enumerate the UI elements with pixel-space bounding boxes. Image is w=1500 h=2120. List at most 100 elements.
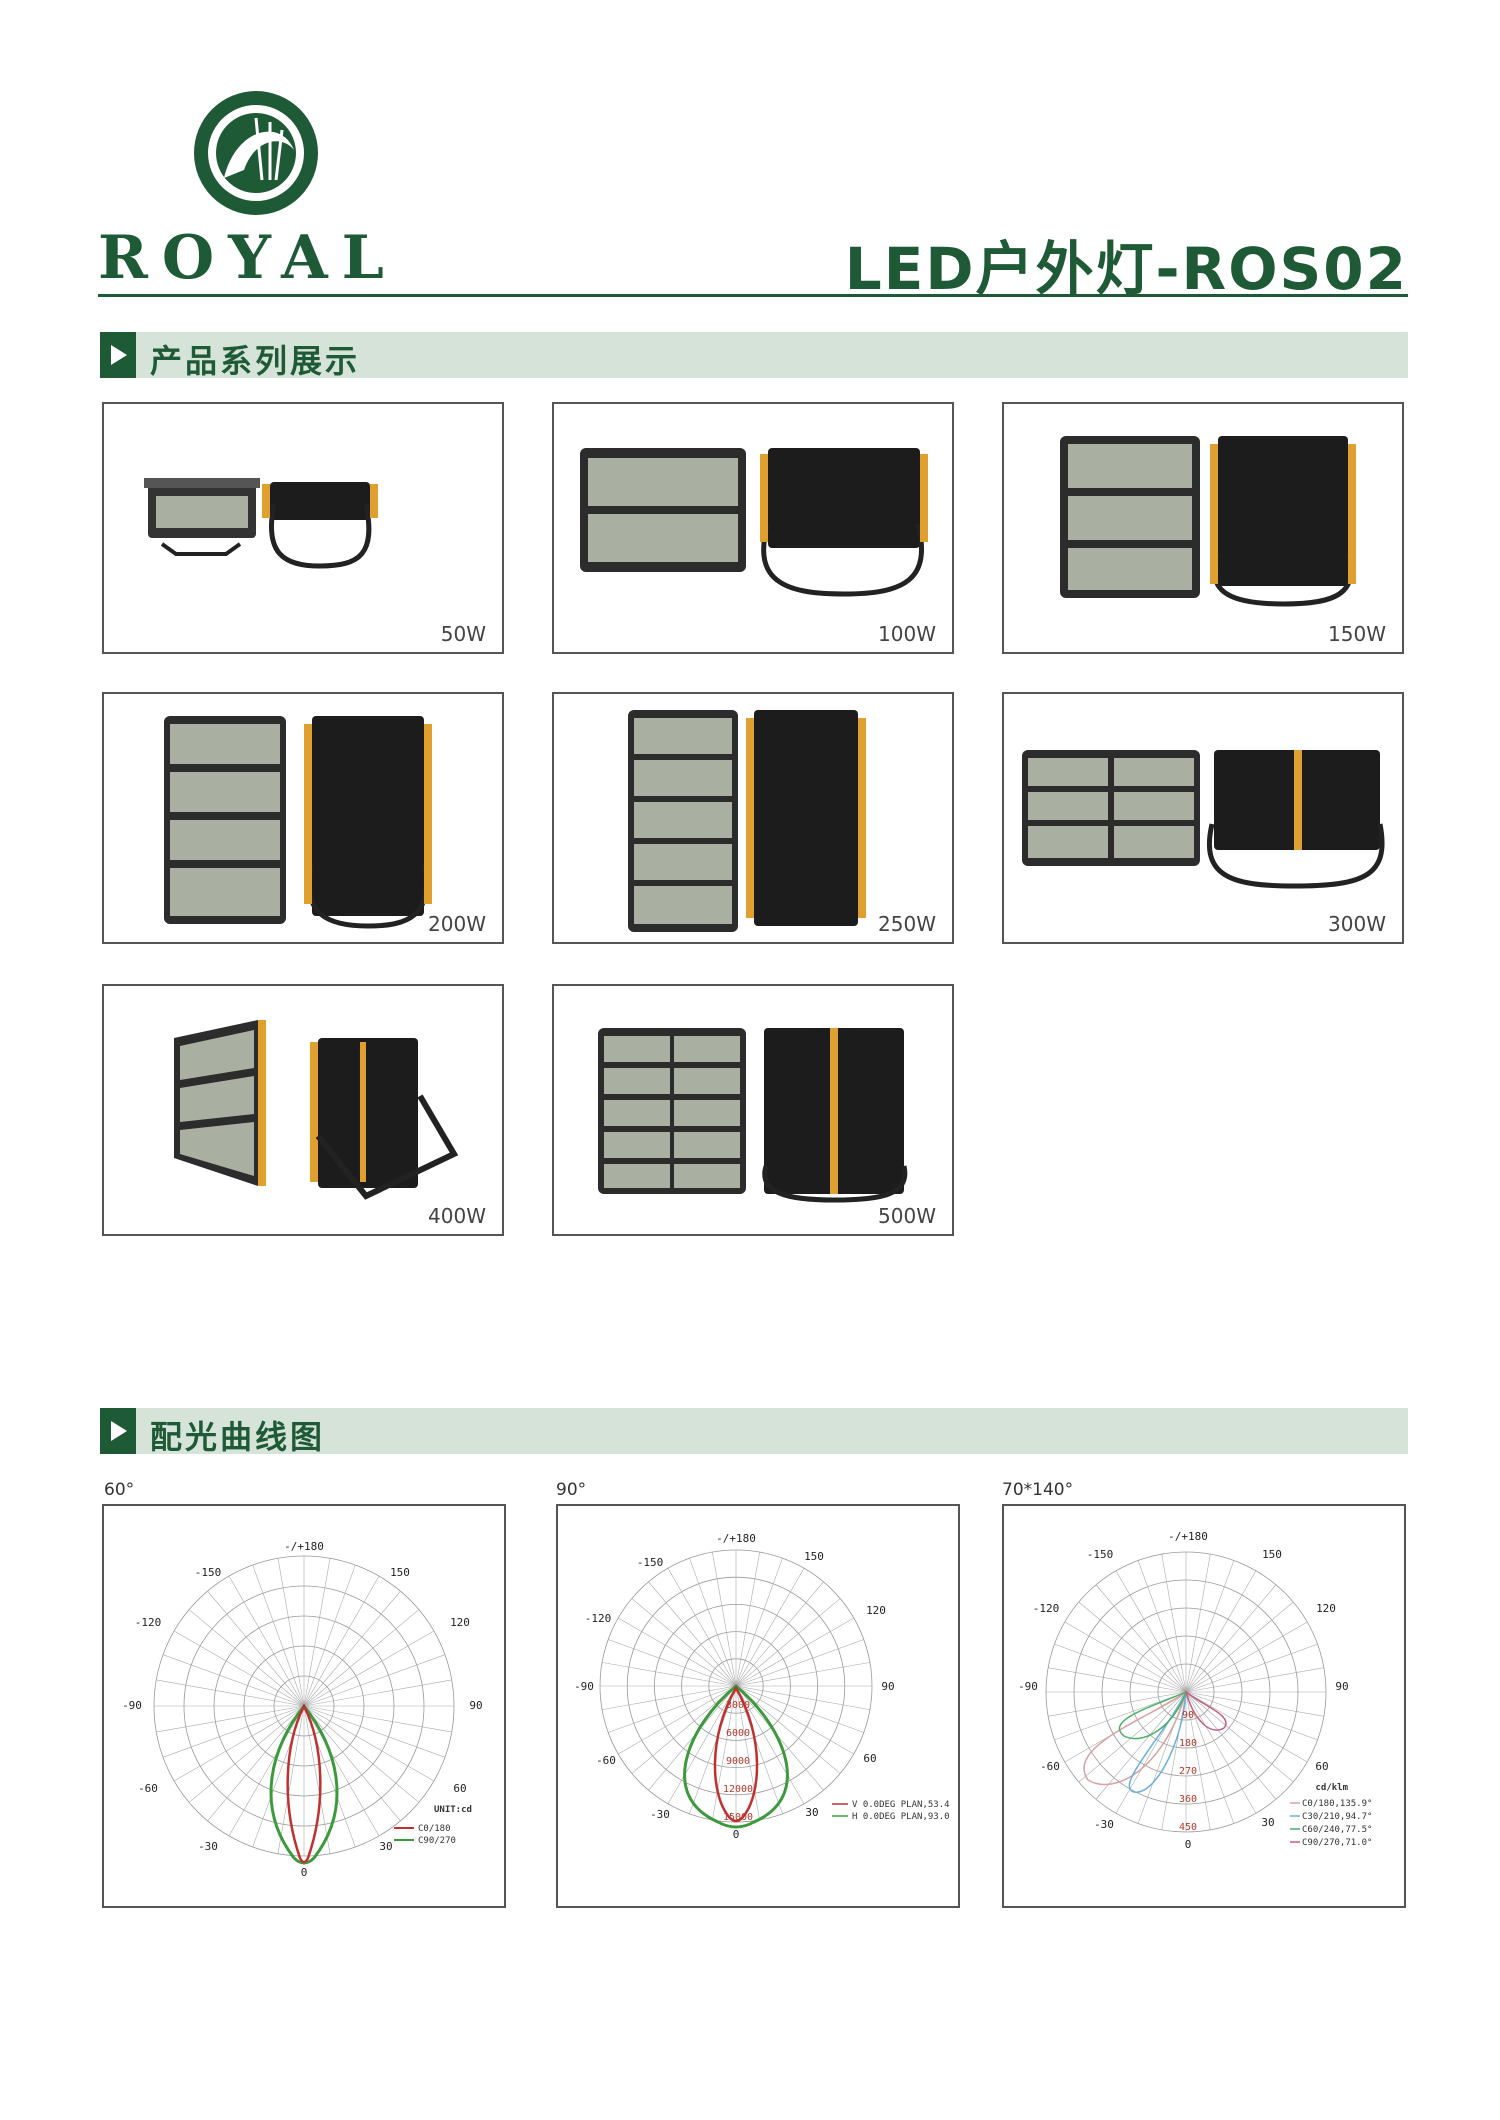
grid-spoke (689, 1558, 737, 1687)
grid-spoke (156, 1679, 305, 1707)
product-wattage: 150W (1328, 622, 1386, 646)
grid-spoke (303, 1705, 331, 1854)
angle-label: 30 (1261, 1816, 1274, 1829)
angle-label: -30 (198, 1840, 218, 1853)
angle-label: 0 (301, 1866, 308, 1879)
grid-spoke (188, 1705, 305, 1803)
grid-spoke (1054, 1643, 1187, 1693)
grid-spoke (735, 1568, 805, 1687)
product-image (628, 710, 866, 932)
product-image (144, 478, 378, 569)
grid-spoke (1161, 1554, 1187, 1693)
product-image (580, 448, 928, 597)
product-wattage: 100W (878, 622, 936, 646)
legend-label: C90/270,71.0° (1302, 1838, 1372, 1848)
grid-spoke (1185, 1621, 1308, 1693)
grid-spoke (1078, 1601, 1187, 1693)
angle-label: -/+180 (716, 1532, 756, 1545)
polar-grid (1045, 1551, 1327, 1833)
grid-spoke (303, 1679, 452, 1707)
curve-caption: 60° (104, 1480, 135, 1500)
section-header-products: 产品系列展示 (100, 332, 1408, 380)
grid-spoke (1185, 1560, 1235, 1693)
angle-label: 30 (805, 1806, 818, 1819)
grid-spoke (1095, 1691, 1187, 1800)
grid-spoke (667, 1685, 737, 1804)
chart-unit-label: UNIT:cd (434, 1805, 472, 1815)
angle-label: 60 (453, 1782, 466, 1795)
radial-label: 3000 (726, 1700, 750, 1711)
angle-label: 150 (390, 1566, 410, 1579)
grid-spoke (712, 1685, 737, 1820)
grid-spoke (1161, 1691, 1187, 1830)
section-header-curves: 配光曲线图 (100, 1408, 1408, 1456)
grid-spoke (712, 1552, 737, 1687)
grid-spoke (207, 1705, 305, 1822)
polar-chart-60deg: -/+180 -150 150 -120 120 -90 90 -60 60 -… (102, 1504, 506, 1908)
grid-spoke (162, 1705, 305, 1758)
angle-label: -120 (135, 1616, 162, 1629)
curve-h-plane (683, 1684, 789, 1829)
curve-caption: 90° (556, 1480, 587, 1500)
grid-spoke (303, 1558, 331, 1707)
grid-spoke (303, 1705, 452, 1733)
angle-label: -90 (1018, 1680, 1038, 1693)
grid-spoke (608, 1639, 737, 1687)
angle-label: -150 (637, 1556, 664, 1569)
grid-spoke (1185, 1691, 1308, 1763)
curve-c60-240 (1118, 1690, 1188, 1740)
grid-spoke (303, 1705, 380, 1837)
grid-spoke (1115, 1570, 1187, 1693)
grid-spoke (1185, 1691, 1277, 1800)
polar-chart-svg: -/+180 -150 150 -120 120 -90 90 -60 60 -… (1018, 1530, 1372, 1851)
grid-spoke (735, 1662, 870, 1687)
grid-spoke (1048, 1667, 1187, 1693)
curve-c90-270 (1184, 1689, 1227, 1731)
grid-spoke (1185, 1691, 1257, 1814)
radial-label: 270 (1179, 1766, 1197, 1777)
grid-spoke (735, 1558, 783, 1687)
grid-spoke (1185, 1667, 1324, 1693)
play-triangle-icon (100, 332, 136, 378)
angle-label: 60 (863, 1752, 876, 1765)
grid-spoke (1048, 1691, 1187, 1717)
brand-emblem-icon (194, 91, 318, 215)
product-image (1022, 750, 1385, 889)
grid-spoke (1185, 1601, 1294, 1693)
radial-label: 450 (1179, 1822, 1197, 1833)
grid-spoke (735, 1685, 805, 1804)
angle-label: -/+180 (284, 1540, 324, 1553)
grid-spoke (303, 1609, 420, 1707)
angle-label: -30 (1094, 1818, 1114, 1831)
angle-label: 120 (1316, 1602, 1336, 1615)
curve-caption: 70*140° (1002, 1480, 1074, 1500)
angle-label: 30 (379, 1840, 392, 1853)
radial-label: 15000 (723, 1812, 753, 1823)
grid-spoke (1064, 1621, 1187, 1693)
radial-label: 12000 (723, 1784, 753, 1795)
product-card-300w: 300W (1002, 692, 1404, 944)
product-card-100w: 100W (552, 402, 954, 654)
grid-spoke (667, 1568, 737, 1687)
brand-logo: ROYAL (98, 88, 418, 293)
product-image (1060, 436, 1356, 607)
angle-label: 150 (804, 1550, 824, 1563)
grid-spoke (735, 1685, 824, 1791)
section-title: 产品系列展示 (150, 342, 361, 380)
grid-spoke (602, 1685, 737, 1710)
grid-spoke (1185, 1691, 1235, 1824)
document-title: LED户外灯-ROS02 (844, 235, 1408, 303)
product-wattage: 250W (878, 912, 936, 936)
polar-chart-svg: -/+180 -150 150 -120 120 -90 90 -60 60 -… (122, 1540, 483, 1879)
play-triangle-icon (100, 1408, 136, 1454)
product-card-50w: 50W (102, 402, 504, 654)
angle-label: -90 (122, 1699, 142, 1712)
grid-spoke (303, 1564, 356, 1707)
grid-spoke (735, 1639, 864, 1687)
product-card-500w: 500W (552, 984, 954, 1236)
grid-spoke (648, 1685, 737, 1791)
grid-spoke (173, 1630, 305, 1707)
legend-label: C30/210,94.7° (1302, 1812, 1372, 1822)
grid-spoke (735, 1552, 760, 1687)
angle-label: -/+180 (1168, 1530, 1208, 1543)
